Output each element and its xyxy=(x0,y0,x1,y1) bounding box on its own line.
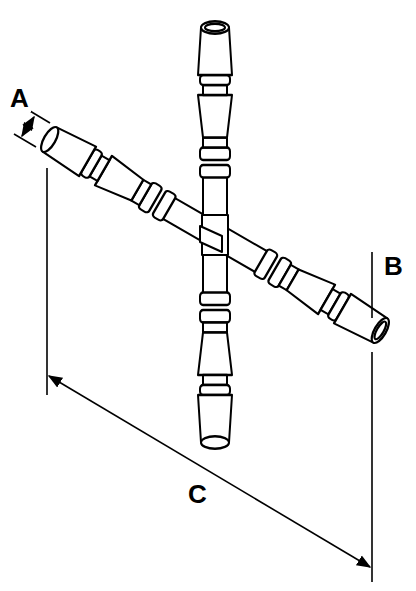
dimension-a xyxy=(14,111,50,147)
bottom-arm xyxy=(198,235,232,449)
dimension-c xyxy=(47,168,372,582)
left-arm xyxy=(36,122,223,250)
top-arm xyxy=(198,21,232,235)
dimension-label: B xyxy=(382,252,405,280)
center-hub xyxy=(200,215,228,255)
dimension-label: C xyxy=(186,480,209,508)
dimension-b xyxy=(372,252,373,318)
dimension-label: A xyxy=(8,84,31,112)
right-arm xyxy=(207,220,394,348)
